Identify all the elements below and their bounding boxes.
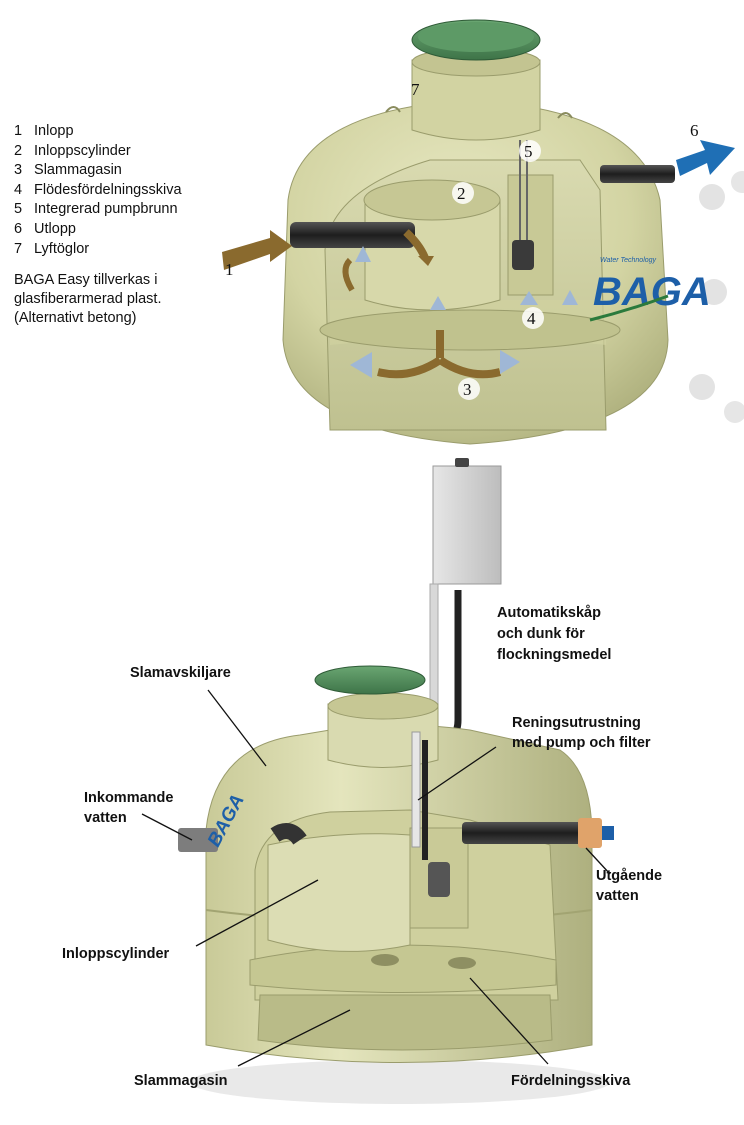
legend-item-6: 6 Utlopp: [14, 220, 76, 237]
marker-5: 5: [524, 142, 533, 161]
ground-shadow: [190, 1060, 610, 1104]
dot: [699, 184, 725, 210]
pump-bottom: [428, 862, 450, 897]
brand-swoosh: [589, 294, 669, 322]
inlet-arrow: [222, 230, 292, 270]
marker-6: 6: [690, 121, 699, 140]
dot: [724, 401, 744, 423]
legend-item-2: 2 Inloppscylinder: [14, 142, 131, 159]
outlet-pipe-bottom: [462, 822, 582, 844]
material-note-line-3: (Alternativt betong): [14, 310, 137, 327]
flow-distribution-disc: [319, 309, 621, 351]
inlet-cylinder-bottom: [267, 833, 411, 952]
leader-outgoing-water: [585, 847, 611, 875]
lifting-lug: [557, 112, 573, 119]
legend-item-4: 4 Flödesfördelningsskiva: [14, 181, 182, 198]
tank-lid-bottom: [314, 665, 426, 695]
flow-arrow: [342, 257, 355, 292]
decorative-dots: [689, 171, 744, 423]
legend: 1 Inlopp 2 Inloppscylinder 3 Slammagasin…: [14, 122, 182, 328]
label-cleaning-equipment: Reningsutrustning med pump och filter: [512, 715, 651, 751]
tank-neck: [411, 59, 541, 141]
flow-arrow: [436, 330, 444, 358]
legend-item-5: 5 Integrerad pumpbrunn: [14, 201, 178, 218]
water-arrow: [350, 352, 372, 378]
label-outgoing-water: Utgående vatten: [596, 868, 666, 904]
flow-arrow: [377, 356, 443, 379]
leader-incoming-water: [141, 813, 193, 841]
brand-logo-top: BAGA: [593, 270, 711, 314]
bottom-diagram: BAGA Automatikskåp och dunk för flocknin…: [62, 458, 666, 1104]
marker-bg: [522, 307, 544, 329]
disc-hole: [448, 957, 476, 969]
dot: [689, 374, 715, 400]
top-diagram: BAGA Water Technology 1 2 3 4 5 6 7: [222, 19, 744, 445]
filter-tube: [411, 731, 421, 848]
neck-rim-bottom: [327, 692, 439, 720]
material-note-line-2: glasfiberarmerad plast.: [14, 291, 162, 308]
flow-arrowhead: [418, 256, 434, 266]
water-arrow: [520, 291, 538, 305]
disc-hole: [371, 954, 399, 966]
marker-bg: [519, 140, 541, 162]
inlet-pipe: [290, 222, 415, 248]
material-note: BAGA Easy tillverkas i glasfiberarmerad …: [14, 271, 182, 328]
distribution-disc: [249, 944, 557, 993]
label-incoming-water: Inkommande vatten: [84, 790, 177, 826]
brand-tagline: Water Technology: [600, 257, 657, 264]
marker-7: 7: [411, 80, 420, 99]
leader-cleaning-equipment: [417, 746, 497, 801]
water-arrow: [355, 246, 371, 262]
outlet-coupling: [578, 818, 602, 848]
dot: [701, 279, 727, 305]
leader-distribution-disc: [469, 977, 549, 1065]
leader-sludge-magazine: [237, 1009, 351, 1067]
marker-bg: [452, 182, 474, 204]
pump-well: [507, 174, 554, 296]
outlet-arrow: [676, 140, 735, 176]
marker-2: 2: [457, 184, 466, 203]
label-sludge-separator: Slamavskiljare: [130, 665, 231, 681]
label-inlet-cylinder: Inloppscylinder: [62, 946, 170, 962]
outlet-pipe: [600, 165, 675, 183]
water-arrow: [430, 296, 446, 310]
label-distribution-disc: Fördelningsskiva: [511, 1073, 631, 1089]
flow-arrow: [403, 229, 429, 260]
marker-4: 4: [527, 309, 536, 328]
label-sludge-magazine: Slammagasin: [134, 1073, 228, 1089]
lifting-lug: [385, 106, 401, 113]
marker-bg: [458, 378, 480, 400]
marker-3: 3: [463, 380, 472, 399]
water-arrow: [500, 350, 520, 374]
tank-lid-top: [418, 22, 534, 52]
legend-item-3: 3 Slammagasin: [14, 162, 122, 179]
legend-item-1: 1 Inlopp: [14, 123, 74, 139]
leader-sludge-separator: [207, 689, 267, 767]
water-arrow: [562, 290, 578, 305]
sludge-magazine: [257, 994, 553, 1051]
material-note-line-1: BAGA Easy tillverkas i: [14, 272, 158, 289]
label-automatic-cabinet: Automatikskåp och dunk för flockningsmed…: [497, 605, 611, 663]
cabinet-cap: [455, 458, 469, 467]
automatic-cabinet: [432, 465, 502, 585]
cabinet-hose: [439, 590, 462, 744]
tank-neck-bottom: [327, 703, 439, 768]
dot: [731, 171, 744, 193]
pump: [512, 240, 534, 270]
marker-1: 1: [225, 260, 234, 279]
leader-inlet-cylinder: [195, 879, 319, 947]
flow-arrow: [437, 356, 502, 379]
outlet-valve: [602, 826, 614, 840]
legend-item-7: 7 Lyftöglor: [14, 240, 90, 257]
inlet-pipe-bottom: [178, 828, 218, 852]
inlet-elbow: [270, 823, 307, 845]
inlet-cylinder-rim: [363, 179, 501, 221]
